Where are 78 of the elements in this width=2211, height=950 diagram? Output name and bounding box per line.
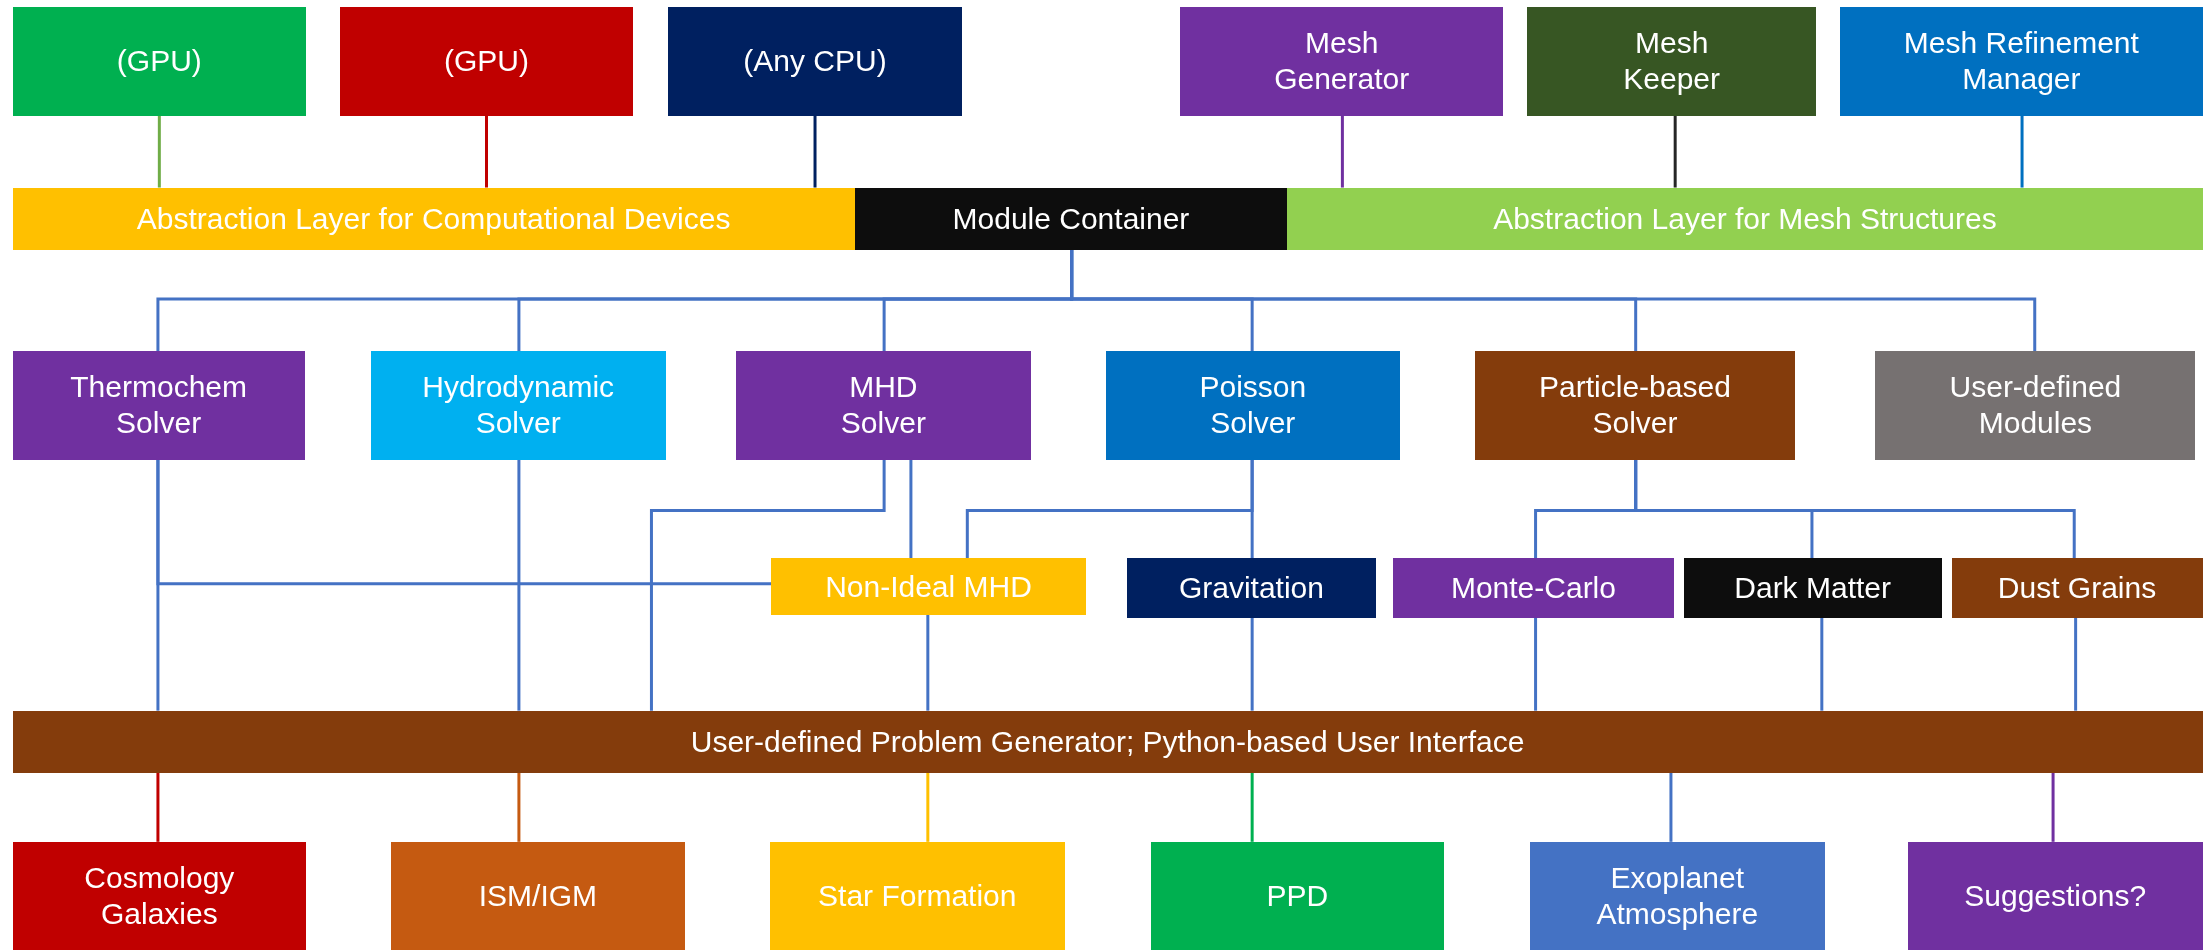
module-box	[1907, 841, 2203, 950]
connector-line	[926, 772, 930, 842]
module-box	[769, 841, 1065, 950]
module-box	[771, 558, 1086, 615]
connector-line	[965, 459, 1254, 559]
module-box	[1875, 351, 2196, 460]
module-label: PPD	[1266, 878, 1329, 915]
module-label: Non-Ideal MHD	[825, 568, 1032, 605]
module-label: Dust Grains	[1997, 570, 2157, 606]
module-label: Poisson Solver	[1198, 369, 1308, 442]
module-label: Mesh Refinement Manager	[1902, 25, 2140, 98]
module-box	[1287, 187, 2203, 250]
module-box	[12, 7, 306, 116]
connector-line	[1820, 617, 1824, 711]
module-box	[1150, 841, 1444, 950]
connector-line	[517, 772, 521, 842]
connector-line	[156, 772, 160, 842]
module-label: User-defined Modules	[1948, 369, 2123, 442]
connector-line	[926, 614, 930, 711]
module-label: Abstraction Layer for Computational Devices	[136, 200, 731, 237]
connector-line	[157, 115, 161, 188]
module-label: ISM/IGM	[478, 878, 598, 915]
connector-line	[1250, 617, 1254, 711]
module-box	[1951, 558, 2203, 618]
module-box	[1840, 7, 2203, 116]
connector-line	[909, 459, 913, 559]
module-box	[1180, 7, 1504, 116]
connector-line	[1534, 617, 1538, 711]
connector-line	[1250, 772, 1254, 842]
module-box	[1529, 841, 1825, 950]
connector-line	[485, 115, 488, 188]
module-label: Hydrodynamic Solver	[421, 369, 616, 442]
connector-line	[1669, 772, 1673, 842]
module-box	[12, 841, 306, 950]
module-box	[1105, 351, 1401, 460]
module-label: (GPU)	[443, 43, 529, 80]
module-label: Thermochem Solver	[69, 369, 248, 442]
connector-line	[517, 459, 521, 711]
module-box	[736, 351, 1031, 460]
connector-line	[1340, 115, 1344, 188]
module-box	[1474, 351, 1795, 460]
module-label: Suggestions?	[1964, 878, 2147, 915]
module-label: Abstraction Layer for Mesh Structures	[1493, 200, 1997, 237]
module-label: Mesh Keeper	[1622, 25, 1721, 98]
module-label: MHD Solver	[839, 369, 927, 442]
connector-line	[1673, 115, 1677, 188]
module-box	[12, 351, 305, 460]
connector-line	[813, 115, 817, 188]
module-box	[390, 841, 686, 950]
module-box	[1527, 7, 1817, 116]
module-label: Dark Matter	[1734, 570, 1891, 606]
module-box	[12, 710, 2203, 773]
connector-line	[649, 459, 886, 711]
module-box	[12, 187, 855, 250]
module-label: Cosmology Galaxies	[83, 860, 236, 933]
module-box	[339, 7, 634, 116]
module-box	[1393, 558, 1674, 618]
module-box	[1126, 558, 1377, 618]
module-box	[370, 351, 666, 460]
module-label: Particle-based Solver	[1538, 369, 1732, 442]
connector-line	[2020, 115, 2024, 188]
connector-line	[156, 459, 772, 586]
module-label: User-defined Problem Generator; Python-based User Interface	[690, 723, 1525, 760]
module-box	[668, 7, 962, 116]
module-label: Mesh Generator	[1273, 25, 1411, 98]
module-label: (Any CPU)	[743, 43, 887, 80]
module-label: Exoplanet Atmosphere	[1595, 860, 1760, 933]
connector-line	[1634, 459, 2076, 559]
module-box	[854, 187, 1288, 250]
module-box	[1683, 558, 1942, 618]
module-label: Module Container	[952, 200, 1190, 237]
module-label: Gravitation	[1178, 570, 1324, 606]
module-label: (GPU)	[116, 43, 202, 80]
connector-line	[2074, 617, 2078, 711]
connector-line	[2051, 772, 2055, 842]
connector-line	[1070, 249, 2037, 352]
module-label: Monte-Carlo	[1450, 570, 1616, 606]
module-label: Star Formation	[818, 878, 1017, 915]
